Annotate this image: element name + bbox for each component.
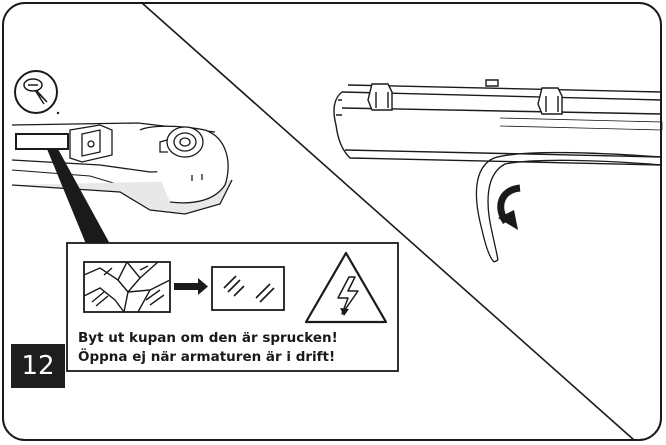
warning-text-line-2: Öppna ej när armaturen är i drift!: [78, 349, 336, 365]
warning-text-line-1: Byt ut kupan om den är sprucken!: [78, 330, 338, 346]
cracked-cover-icon: [83, 261, 171, 313]
arrow-right-icon: [174, 278, 208, 295]
luminaire-end-left: [11, 122, 233, 215]
label-pointer: [47, 149, 110, 244]
step-number-badge: 12: [11, 344, 65, 388]
screw-icon: [14, 70, 60, 115]
high-voltage-warning-icon: [304, 251, 388, 324]
diffuser-cover: [475, 151, 663, 263]
new-cover-icon: [211, 266, 285, 311]
diagonal-divider: [141, 2, 635, 441]
luminaire-right: [333, 79, 663, 166]
label-plate: [15, 133, 69, 150]
rotation-arrow-icon: [497, 184, 521, 230]
frame-border: [2, 2, 662, 441]
